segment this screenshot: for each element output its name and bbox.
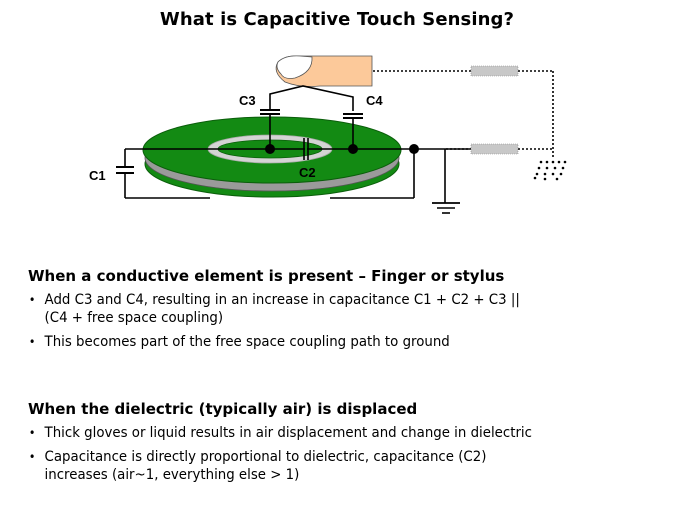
- bullet-text-line1: Capacitance is directly proportional to …: [44, 449, 487, 465]
- bullet-item: • Add C3 and C4, resulting in an increas…: [28, 291, 670, 327]
- capacitor-c1: [116, 149, 415, 199]
- section-heading: When a conductive element is present – F…: [28, 267, 505, 285]
- bullet-dot: •: [28, 335, 36, 349]
- capacitor-c2: [303, 138, 309, 160]
- coupling-impedance-bottom: [470, 143, 519, 155]
- fingernail: [276, 55, 313, 79]
- capacitive-sensing-diagram: C2 C1 C3 C4: [89, 55, 567, 214]
- bullet-list: • Add C3 and C4, resulting in an increas…: [28, 291, 658, 351]
- bullet-text-line1: This becomes part of the free space coup…: [44, 334, 450, 350]
- finger: [275, 55, 373, 87]
- bullet-text-line1: Thick gloves or liquid results in air di…: [44, 425, 532, 441]
- bullet-text-line2: (C4 + free space coupling): [44, 310, 224, 326]
- slide-title: What is Capacitive Touch Sensing?: [159, 9, 515, 30]
- junction-dot-right: [409, 144, 419, 154]
- bullet-item: • Capacitance is directly proportional t…: [28, 448, 670, 484]
- label-c1: C1: [89, 168, 106, 183]
- bullet-dot: •: [28, 426, 36, 440]
- bullet-item: • Thick gloves or liquid results in air …: [28, 424, 670, 442]
- sensor-pad: [142, 116, 402, 198]
- bullet-list: • Thick gloves or liquid results in air …: [28, 424, 658, 484]
- bullet-item: • This becomes part of the free space co…: [28, 333, 670, 351]
- bullet-text-line2: increases (air~1, everything else > 1): [44, 467, 300, 483]
- section-heading: When the dielectric (typically air) is d…: [28, 400, 418, 418]
- label-c4: C4: [366, 93, 383, 108]
- capacitor-c4: [343, 113, 363, 149]
- label-c2: C2: [299, 165, 316, 180]
- free-space-coupling-path: [373, 65, 554, 158]
- section-dielectric-displaced: When the dielectric (typically air) is d…: [28, 400, 658, 490]
- coupling-impedance-top: [470, 65, 519, 77]
- finger-wire: [269, 85, 354, 111]
- bullet-dot: •: [28, 450, 36, 464]
- capacitor-c3: [260, 109, 280, 149]
- earth-ground-icon: [432, 149, 460, 214]
- free-space-ground-icon: [533, 160, 567, 181]
- bullet-text-line1: Add C3 and C4, resulting in an increase …: [44, 292, 520, 308]
- label-c3: C3: [239, 93, 256, 108]
- section-conductive-element: When a conductive element is present – F…: [28, 267, 658, 357]
- bullet-dot: •: [28, 293, 36, 307]
